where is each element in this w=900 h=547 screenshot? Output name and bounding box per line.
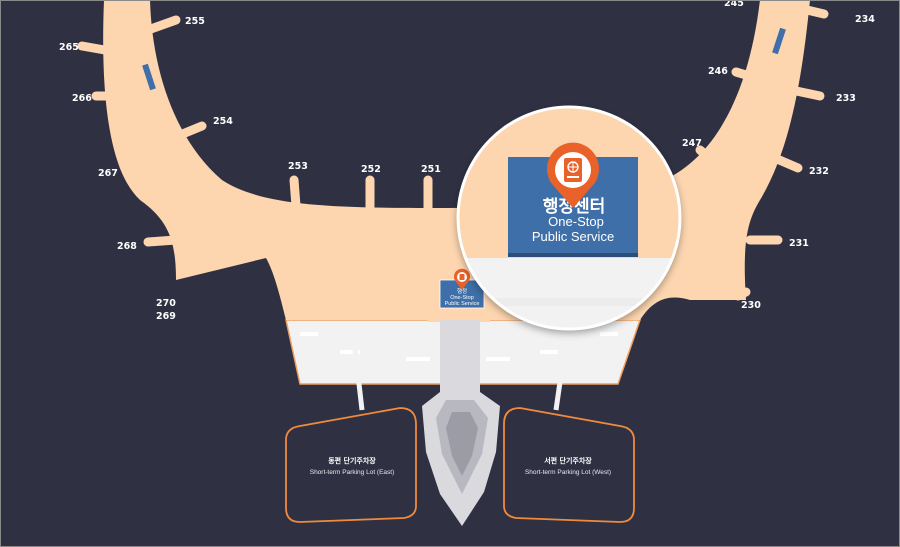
parking-west-label-en: Short-term Parking Lot (West) <box>525 469 611 476</box>
service-sign-large[interactable]: 정 행정센터 One-Stop Public Service <box>508 157 638 257</box>
gate-label: 233 <box>836 93 856 104</box>
gate-label: 254 <box>213 116 233 127</box>
gate-label: 252 <box>361 164 381 175</box>
gate-label: 247 <box>682 138 702 149</box>
gate-label: 253 <box>288 161 308 172</box>
gate-label: 268 <box>117 241 137 252</box>
magnifier-ring <box>456 105 682 331</box>
gate-label: 251 <box>421 164 441 175</box>
left-arm-marker <box>142 63 156 91</box>
service-sign-small-ko: 행정 <box>457 287 467 295</box>
road-lanes <box>300 332 618 361</box>
parking-west-label-ko: 서편 단기주차장 <box>544 456 592 465</box>
gate-label: 231 <box>789 238 809 249</box>
service-sign-ko-line2: 행정센터 <box>543 197 606 217</box>
jetways-left <box>77 15 433 247</box>
jetways-right <box>695 1 829 301</box>
parking-east-label-ko: 동편 단기주차장 <box>328 456 376 465</box>
gate-label: 266 <box>72 93 92 104</box>
gate-label: 230 <box>741 300 761 311</box>
gate-label: 267 <box>98 168 118 179</box>
service-sign-small-en-1: One-Stop <box>450 295 474 301</box>
gate-label: 270 <box>156 298 176 309</box>
gate-labels: 245 234 246 233 247 232 231 230 255 265 … <box>59 0 875 322</box>
gate-label: 232 <box>809 166 829 177</box>
magnifier-content: 정 행정센터 One-Stop Public Service <box>458 107 680 329</box>
gate-label: 269 <box>156 311 176 322</box>
map-pin-icon-large <box>547 142 599 208</box>
service-sign-en-line1: One-Stop <box>548 214 604 229</box>
gate-label: 245 <box>724 0 744 9</box>
passport-icon <box>564 158 582 182</box>
gate-label: 246 <box>708 66 728 77</box>
parking-lot-east[interactable]: 동편 단기주차장 Short-term Parking Lot (East) <box>285 407 417 523</box>
central-tower <box>422 320 500 526</box>
gate-label: 255 <box>185 16 205 27</box>
gate-label: 234 <box>855 14 875 25</box>
parking-lot-west[interactable]: 서편 단기주차장 Short-term Parking Lot (West) <box>503 407 635 523</box>
service-sign-small[interactable]: 행정 One-Stop Public Service <box>439 268 485 309</box>
access-roads <box>351 339 569 411</box>
gate-label: 265 <box>59 42 79 53</box>
map-pin-icon <box>454 268 470 290</box>
service-sign-small-en-2: Public Service <box>445 301 480 307</box>
service-sign-en-line2: Public Service <box>532 229 614 244</box>
right-arm-marker <box>772 27 786 55</box>
parking-east-label-en: Short-term Parking Lot (East) <box>310 469 395 476</box>
